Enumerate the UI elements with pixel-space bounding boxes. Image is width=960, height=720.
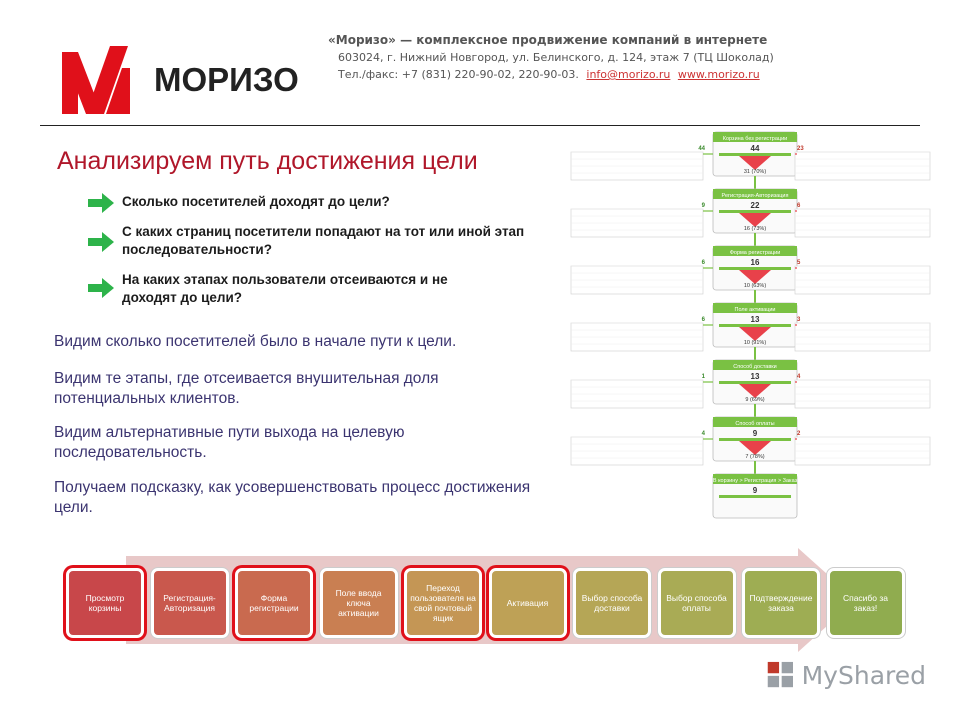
email-link[interactable]: info@morizo.ru [586, 68, 671, 81]
myshared-text: MyShared [801, 660, 926, 690]
funnel-step-header [713, 303, 797, 313]
funnel-entry-count: 9 [702, 203, 706, 209]
funnel-step-bar [719, 381, 791, 384]
funnel-exit-count: 3 [797, 317, 801, 323]
myshared-logo-icon [767, 661, 793, 688]
logo-text: МОРИЗО [154, 61, 299, 98]
funnel-step-value: 22 [751, 201, 760, 210]
company-address: 603024, г. Нижний Новгород, ул. Белинско… [338, 51, 774, 64]
question-text: На каких этапах пользователи отсеиваются… [122, 272, 448, 305]
question-1: Сколько посетителей доходят до цели? [88, 193, 567, 213]
funnel-step-value: 13 [751, 372, 760, 381]
funnel-step-header [713, 417, 797, 427]
website-link[interactable]: www.morizo.ru [677, 68, 760, 81]
funnel-step-label: Способ оплаты [735, 421, 774, 427]
funnel-entry-count: 1 [702, 374, 706, 380]
funnel-step-label: Способ доставки [733, 364, 777, 370]
green-arrow-icon [88, 278, 114, 298]
funnel-exit-count: 4 [797, 374, 801, 380]
process-step: Подтверждение заказа [742, 568, 820, 638]
company-phone: Тел./факс: +7 (831) 220-90-02, 220-90-03… [338, 68, 579, 81]
funnel-step-value: 9 [753, 486, 758, 495]
funnel-step-value: 9 [753, 429, 758, 438]
company-contacts: Тел./факс: +7 (831) 220-90-02, 220-90-03… [338, 68, 948, 81]
process-step: Форма регистрации [235, 568, 313, 638]
question-text: Сколько посетителей доходят до цели? [122, 194, 390, 209]
myshared-watermark: MyShared [766, 654, 926, 696]
observation-2: Видим те этапы, где отсеивается внушител… [54, 370, 439, 407]
company-info: «Моризо» — комплексное продвижение компа… [328, 33, 948, 81]
funnel-step-header [713, 189, 797, 199]
funnel-step-label: Корзина без регистрации [723, 136, 787, 142]
green-arrow-icon [88, 232, 114, 252]
funnel-step-value: 44 [751, 144, 760, 153]
funnel-step-label: Регистрация-Авторизация [722, 193, 789, 199]
process-step: Спасибо за заказ! [826, 568, 905, 638]
funnel-step-bar [719, 267, 791, 270]
funnel-entry-count: 4 [702, 431, 706, 437]
question-3: На каких этапах пользователи отсеиваются… [88, 271, 482, 307]
funnel-dropoff-triangle [739, 270, 771, 284]
morizo-logo: МОРИЗО [62, 46, 299, 114]
funnel-step-label: Поле активации [734, 307, 775, 313]
funnel-step-pct: 7 (78%) [745, 454, 764, 460]
process-step: Регистрация-Авторизация [150, 568, 229, 638]
funnel-step-pct: 31 (70%) [744, 169, 766, 175]
funnel-step-pct: 9 (69%) [745, 397, 764, 403]
funnel-dropoff-triangle [739, 156, 771, 170]
funnel-step-value: 16 [751, 258, 760, 267]
funnel-exit-count: 23 [797, 146, 804, 152]
observation-3: Видим альтернативные пути выхода на целе… [54, 424, 405, 461]
funnel-entry-count: 6 [702, 317, 706, 323]
funnel-entry-count: 44 [698, 146, 705, 152]
process-step: Выбор способа доставки [573, 568, 651, 638]
funnel-dropoff-triangle [739, 441, 771, 455]
funnel-dropoff-triangle [739, 327, 771, 341]
question-text: С каких страниц посетители попадают на т… [122, 224, 525, 257]
funnel-step-header [713, 246, 797, 256]
slide-title: Анализируем путь достижения цели [57, 147, 478, 175]
question-2: С каких страниц посетители попадают на т… [88, 223, 567, 259]
funnel-exit-count: 6 [797, 203, 801, 209]
funnel-step-bar [719, 210, 791, 213]
green-arrow-icon [88, 193, 114, 213]
observation-1: Видим сколько посетителей было в начале … [54, 333, 457, 350]
funnel-step-label: Форма регистрации [730, 250, 781, 256]
funnel-step-pct: 10 (91%) [744, 340, 766, 346]
funnel-step-header [713, 474, 797, 484]
header-divider [40, 125, 920, 126]
funnel-step-label: В корзину > Регистрация > Заказ [713, 478, 798, 484]
process-step: Просмотр корзины [66, 568, 144, 638]
funnel-step-value: 13 [751, 315, 760, 324]
funnel-exit-count: 2 [797, 431, 801, 437]
process-step: Активация [488, 568, 567, 638]
funnel-step-bar [719, 153, 791, 156]
company-tagline: «Моризо» — комплексное продвижение компа… [328, 33, 768, 47]
process-step: Поле ввода ключа активации [319, 568, 398, 638]
funnel-step-header [713, 132, 797, 142]
funnel-step-bar [719, 438, 791, 441]
funnel-step-bar [719, 324, 791, 327]
funnel-dropoff-triangle [739, 384, 771, 398]
process-step: Переход пользователя на свой почтовый ящ… [404, 568, 482, 638]
funnel-step-bar [719, 495, 791, 498]
funnel-step-header [713, 360, 797, 370]
funnel-exit-count: 5 [797, 260, 801, 266]
process-step: Выбор способа оплаты [657, 568, 736, 638]
morizo-logo-mark [62, 46, 130, 114]
funnel-step-pct: 16 (73%) [744, 226, 766, 232]
funnel-dropoff-triangle [739, 213, 771, 227]
funnel-step-pct: 10 (63%) [744, 283, 766, 289]
funnel-entry-count: 6 [702, 260, 706, 266]
observation-4: Получаем подсказку, как усовершенствоват… [54, 479, 531, 516]
